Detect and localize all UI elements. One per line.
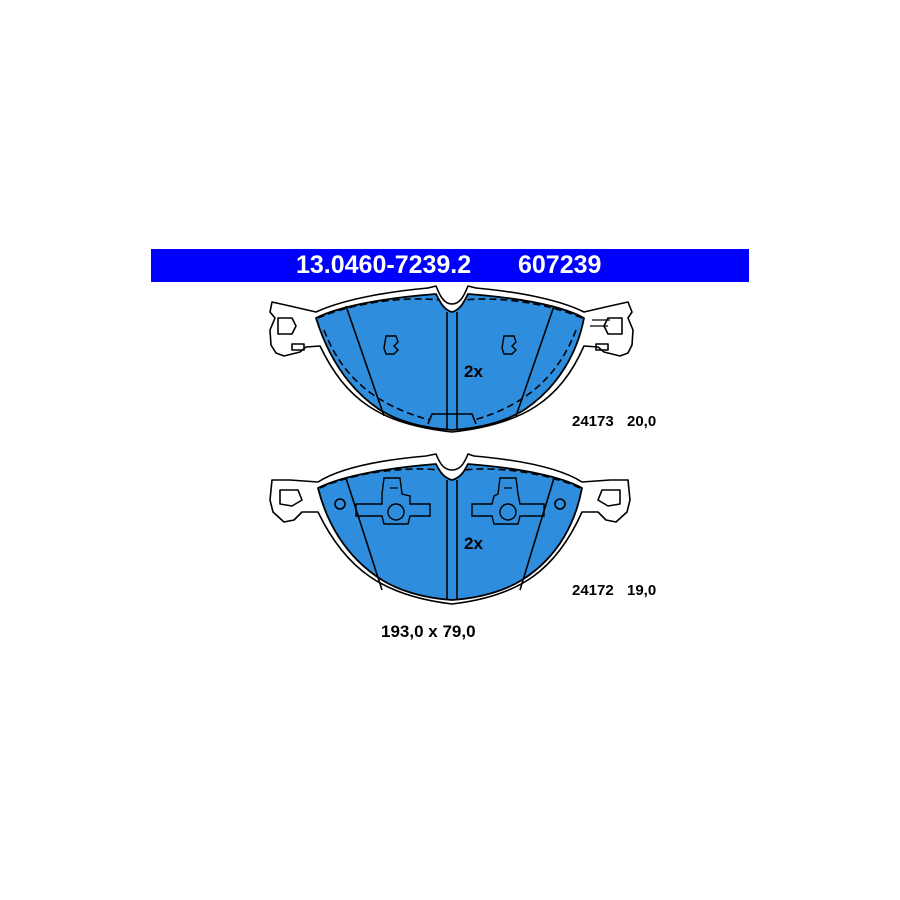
pad-2-quantity: 2x: [464, 534, 483, 553]
pad-1-quantity: 2x: [464, 362, 483, 381]
pad-2-friction-details: [319, 468, 581, 600]
pad-1-right-ear-detail: [595, 317, 623, 351]
header-bar: 13.0460-7239.2 607239: [151, 249, 749, 282]
pad-1-thickness: 20,0: [627, 413, 657, 430]
pad-1-clip-line: [590, 319, 610, 327]
pad-2-friction-material: [317, 463, 583, 601]
pad-2-left-ear-detail: [279, 489, 303, 507]
pad-1-friction-details: [317, 298, 583, 430]
pad-1-wva-number: 24173: [572, 413, 614, 430]
pad-2-right-ear-detail: [597, 489, 621, 507]
pad-1: [269, 285, 634, 433]
pad-2-thickness: 19,0: [627, 582, 657, 599]
pad-1-friction-material: [315, 293, 585, 431]
pad-dimensions: 193,0 x 79,0: [381, 622, 476, 641]
part-number: 13.0460-7239.2: [296, 251, 472, 279]
pad-2: [269, 453, 631, 605]
reference-number: 607239: [518, 251, 602, 279]
pad-1-backing-plate: [269, 285, 634, 433]
pad-1-left-ear-detail: [277, 317, 305, 351]
pad-2-wva-number: 24172: [572, 582, 614, 599]
pad-2-backing-plate: [269, 453, 631, 605]
